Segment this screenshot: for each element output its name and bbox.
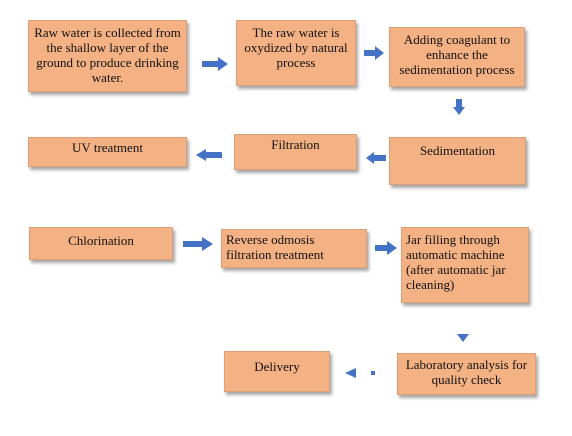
step-sedimentation: Sedimentation: [389, 137, 526, 185]
arrow-right-icon: [183, 237, 213, 251]
arrow-left-icon: [366, 152, 386, 164]
arrow-down-icon: [453, 99, 465, 115]
step-collect-label: Raw water is collected from the shallow …: [34, 25, 181, 85]
step-chlorination: Chlorination: [29, 227, 173, 260]
arrow-left-icon: [345, 368, 375, 378]
step-oxidize: The raw water is oxydized by natural pro…: [236, 20, 356, 86]
arrow-right-icon: [202, 57, 228, 71]
arrow-left-icon: [196, 149, 222, 161]
arrow-down-icon: [457, 334, 469, 342]
step-filtration-label: Filtration: [271, 137, 320, 152]
step-laboratory-label: Laboratory analysis for quality check: [405, 357, 528, 387]
step-uv-label: UV treatment: [72, 140, 143, 155]
step-laboratory: Laboratory analysis for quality check: [397, 353, 536, 395]
arrow-right-icon: [364, 46, 384, 60]
step-oxidize-label: The raw water is oxydized by natural pro…: [244, 25, 348, 70]
step-coagulant: Adding coagulant to enhance the sediment…: [389, 27, 525, 87]
arrow-right-icon: [375, 241, 397, 255]
step-coagulant-label: Adding coagulant to enhance the sediment…: [399, 32, 515, 77]
step-delivery: Delivery: [224, 351, 330, 392]
step-delivery-label: Delivery: [254, 359, 300, 374]
step-chlorination-label: Chlorination: [68, 233, 134, 248]
step-jar-filling-label: Jar filling through automatic machine (a…: [406, 232, 506, 292]
step-reverse-osmosis: Reverse odmosis filtration treatment: [221, 229, 367, 268]
step-jar-filling: Jar filling through automatic machine (a…: [401, 227, 529, 303]
step-filtration: Filtration: [234, 134, 357, 170]
step-uv: UV treatment: [28, 137, 187, 167]
step-collect: Raw water is collected from the shallow …: [28, 20, 187, 92]
step-sedimentation-label: Sedimentation: [419, 143, 496, 158]
step-reverse-osmosis-label: Reverse odmosis filtration treatment: [226, 232, 324, 262]
